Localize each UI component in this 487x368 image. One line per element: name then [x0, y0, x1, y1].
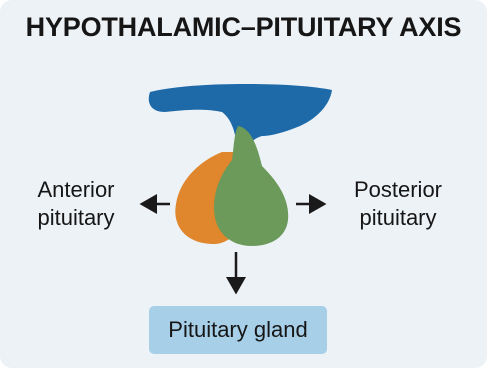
anterior-label-line1: Anterior [22, 176, 130, 204]
anterior-label-line2: pituitary [22, 204, 130, 232]
posterior-label-line1: Posterior [339, 176, 457, 204]
pituitary-gland-box: Pituitary gland [149, 306, 327, 354]
posterior-pituitary-label: Posterior pituitary [339, 176, 457, 232]
posterior-label-line2: pituitary [339, 204, 457, 232]
posterior-lobe-shape [214, 126, 288, 246]
anterior-pituitary-label: Anterior pituitary [22, 176, 130, 232]
